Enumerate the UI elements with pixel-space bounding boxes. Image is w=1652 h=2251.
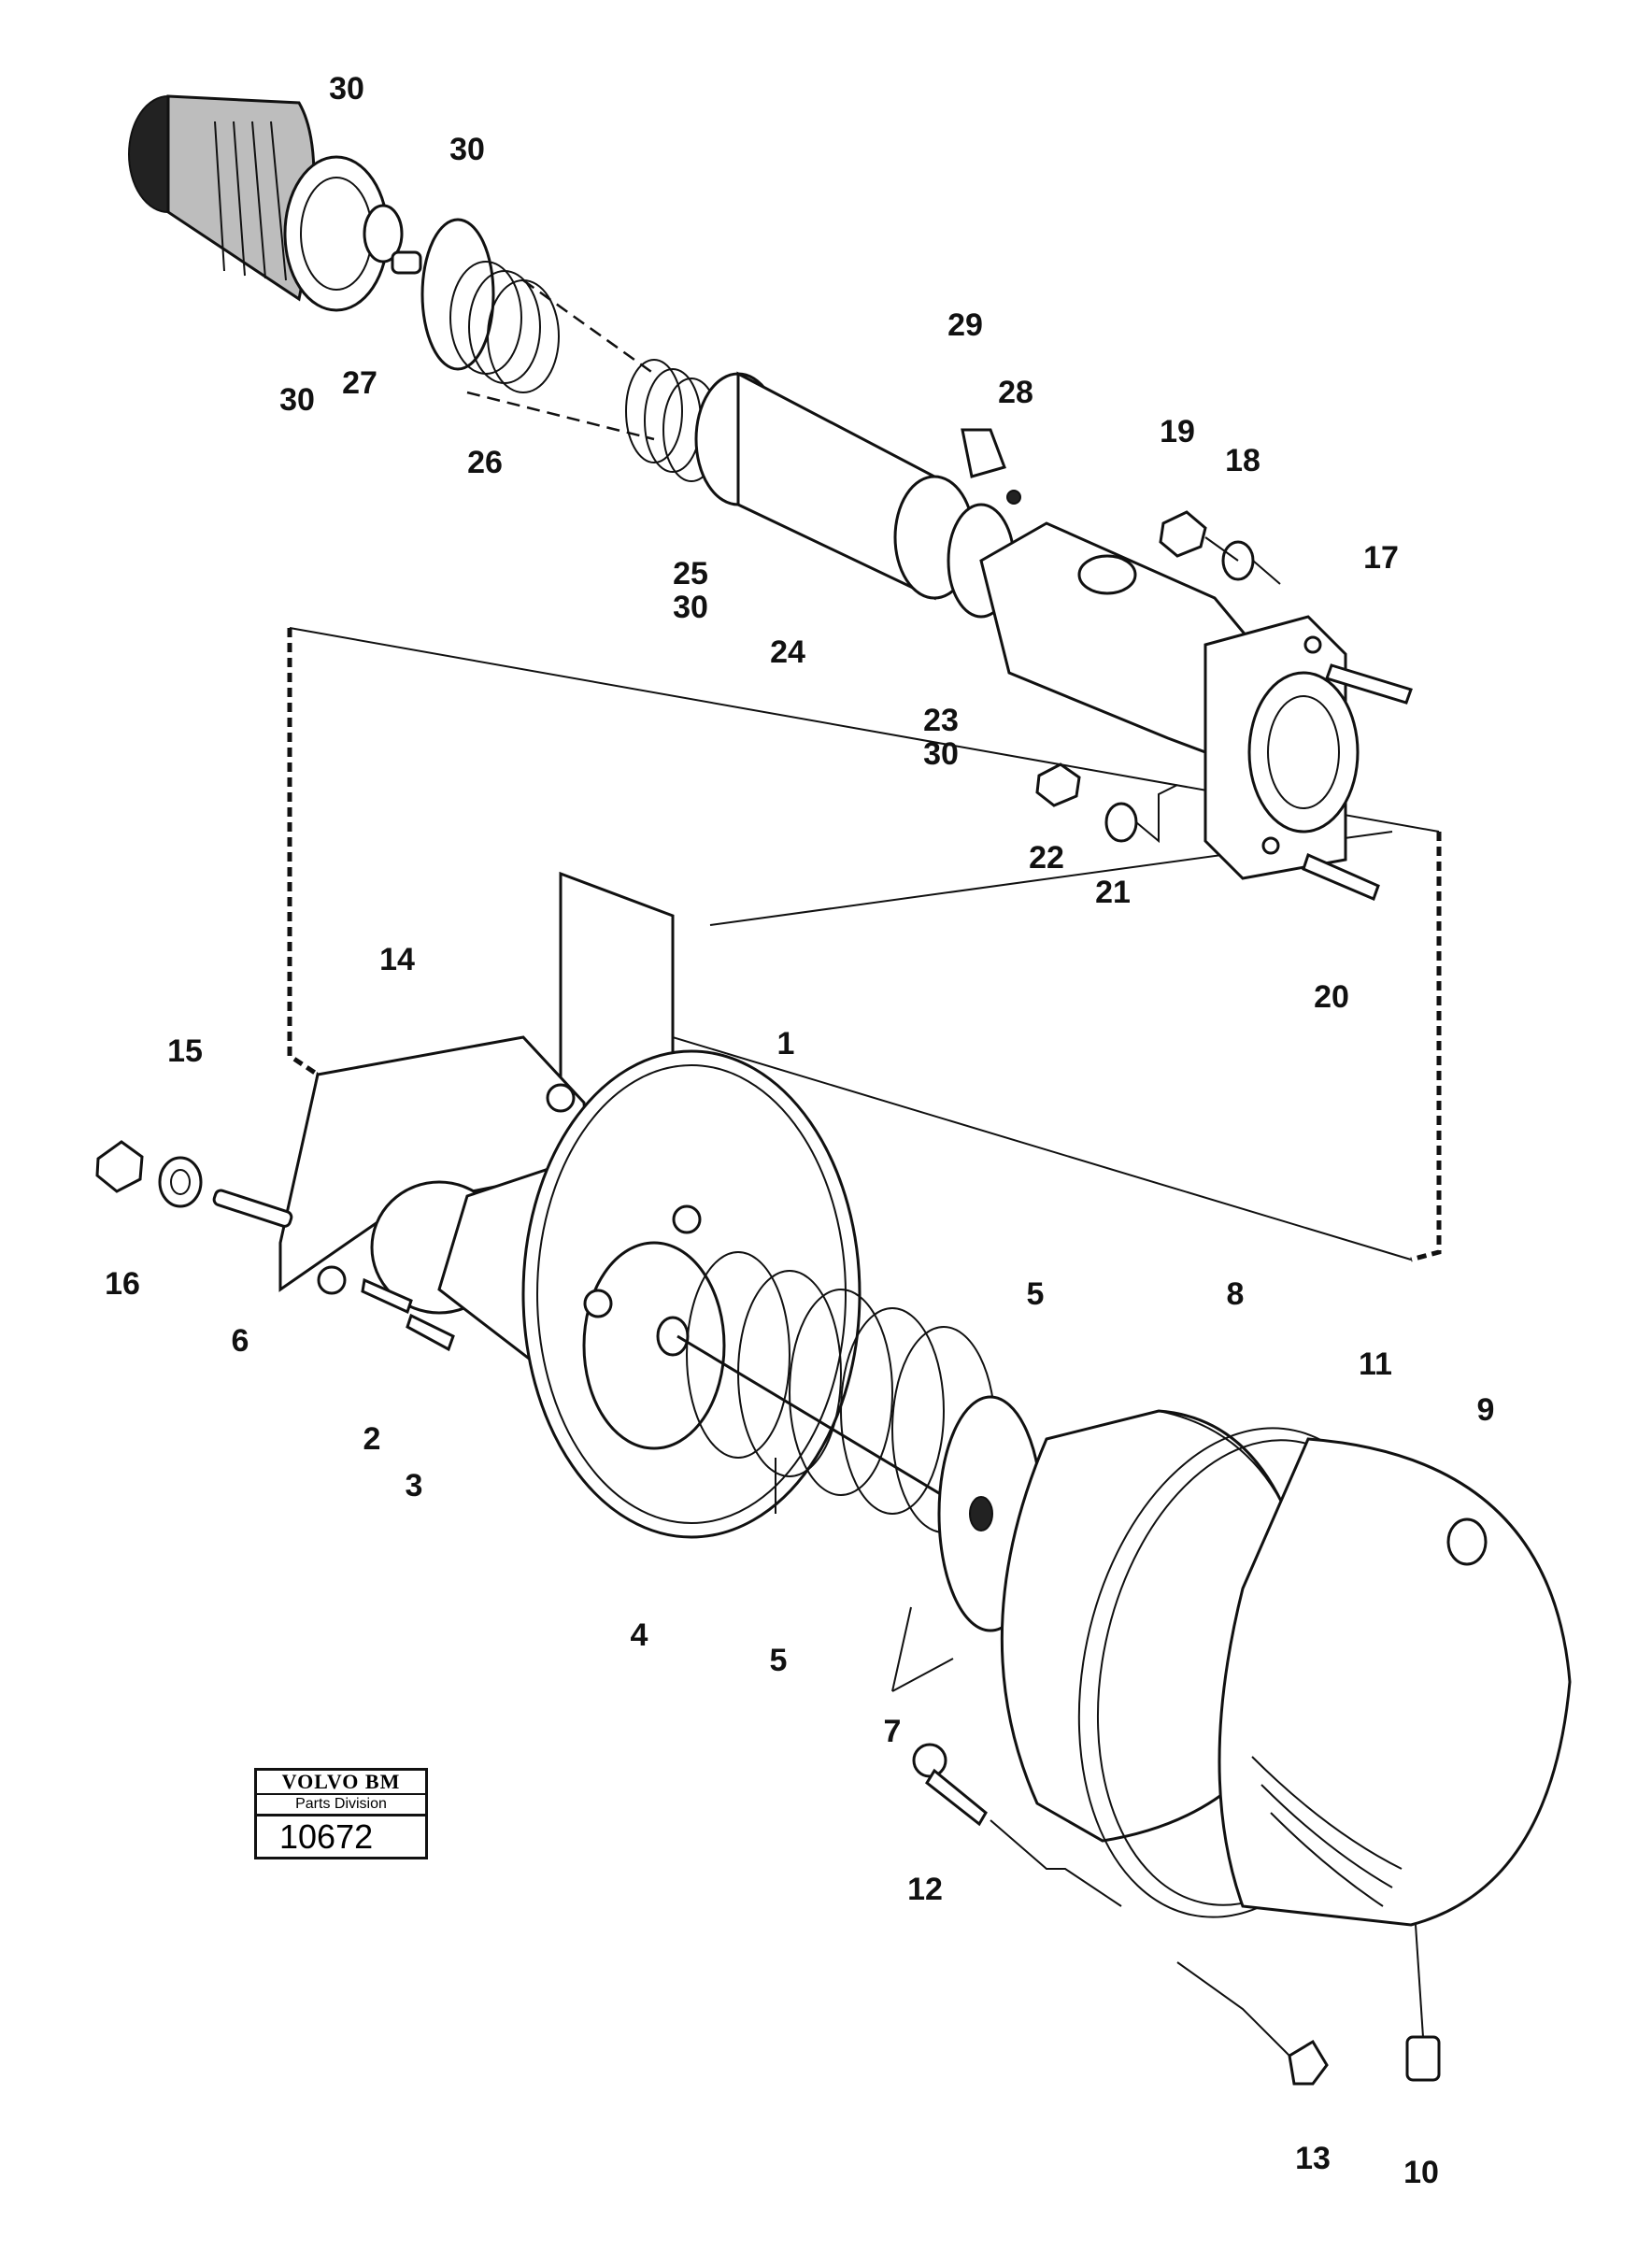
- assembly-frame-left: [287, 628, 320, 1077]
- washer-15: [158, 1156, 203, 1208]
- spring-26: [420, 218, 560, 393]
- callout-24: 24: [770, 634, 805, 670]
- logo-number: 10672: [279, 1817, 374, 1856]
- callout-30-left: 30: [279, 382, 315, 418]
- callout-5-plate: 5: [1026, 1276, 1045, 1312]
- assembly-frame-right: [1410, 832, 1442, 1262]
- nut-13: [1288, 2039, 1329, 2086]
- adjuster-cap: [128, 94, 422, 312]
- callout-12: 12: [907, 1872, 943, 1907]
- nut-22: [1035, 762, 1081, 807]
- leader-13: [1176, 1961, 1290, 2057]
- volvo-bm-logo-box: VOLVO BM Parts Division 10672: [254, 1768, 428, 1859]
- callout-13: 13: [1295, 2141, 1331, 2176]
- callout-6: 6: [231, 1323, 249, 1359]
- callout-8: 8: [1226, 1276, 1245, 1312]
- callout-11: 11: [1359, 1346, 1392, 1382]
- valve-body: [979, 521, 1360, 880]
- callout-29: 29: [947, 307, 983, 343]
- nut-16: [95, 1140, 144, 1193]
- callout-25-30: 25 30: [673, 556, 708, 625]
- stud-2: [361, 1277, 413, 1315]
- callout-17: 17: [1363, 540, 1399, 576]
- grease-nipple-29: [961, 428, 1006, 478]
- callout-2: 2: [363, 1421, 381, 1457]
- washer-15-hole: [170, 1169, 191, 1195]
- callout-15: 15: [167, 1033, 203, 1069]
- dash-guide-top: [466, 278, 655, 441]
- leader-7a: [891, 1606, 912, 1692]
- callout-22: 22: [1029, 840, 1064, 876]
- callout-18: 18: [1225, 443, 1260, 478]
- callout-30-mid: 30: [449, 132, 485, 167]
- leader-19-18: [1204, 536, 1281, 585]
- ball-28: [1006, 490, 1021, 505]
- callout-1: 1: [776, 1026, 795, 1061]
- chamber-housing: [437, 1049, 862, 1539]
- pin-6: [212, 1189, 293, 1228]
- callout-20: 20: [1314, 979, 1349, 1015]
- leader-10: [1415, 1924, 1424, 2038]
- callout-16: 16: [105, 1266, 140, 1302]
- callout-3: 3: [405, 1468, 423, 1503]
- callout-19: 19: [1160, 414, 1195, 449]
- diaphragm-plate-4: [582, 1241, 726, 1450]
- leader-7b: [891, 1658, 954, 1692]
- callout-4: 4: [630, 1617, 648, 1653]
- callout-7: 7: [883, 1714, 902, 1749]
- stud-3: [406, 1313, 455, 1352]
- stud-17: [1325, 663, 1413, 705]
- callout-9: 9: [1476, 1392, 1495, 1428]
- leader-12: [990, 1819, 1122, 1907]
- nut-19: [1159, 510, 1207, 558]
- callout-21: 21: [1095, 875, 1131, 910]
- assembly-frame-bottom: [625, 1022, 1412, 1261]
- bolt-12: [912, 1743, 988, 1827]
- callout-27: 27: [342, 365, 377, 401]
- leader-22-21: [1135, 784, 1178, 844]
- stud-20: [1302, 852, 1380, 902]
- callout-14: 14: [379, 942, 415, 977]
- callout-23-30: 23 30: [923, 703, 959, 772]
- cover-9: [1218, 1437, 1572, 1927]
- callout-28: 28: [998, 375, 1033, 410]
- callout-5-spring: 5: [769, 1643, 788, 1678]
- logo-brand: VOLVO BM: [257, 1771, 425, 1795]
- washer-21: [1104, 802, 1138, 843]
- logo-division: Parts Division: [257, 1795, 425, 1816]
- plug-10: [1405, 2035, 1441, 2082]
- callout-10: 10: [1403, 2155, 1439, 2190]
- callout-26: 26: [467, 445, 503, 480]
- callout-30-top: 30: [329, 71, 364, 107]
